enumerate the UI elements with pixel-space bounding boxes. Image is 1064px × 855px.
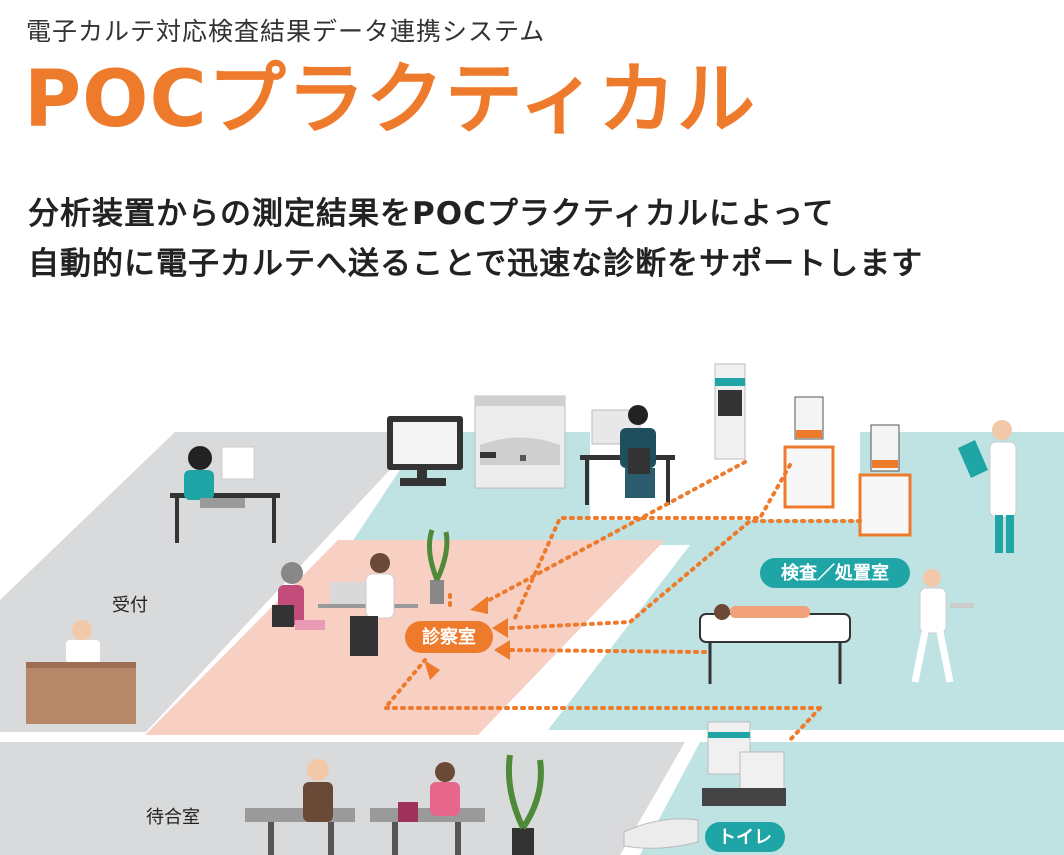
- flow-arrowheads: [424, 596, 510, 680]
- waiting-bench-right: [370, 762, 485, 855]
- analyzer-device-icon: [474, 395, 566, 489]
- patient-and-doctor-consultation: [272, 529, 450, 656]
- monitor-icon: [387, 416, 463, 486]
- reception-label: 受付: [112, 595, 148, 616]
- waiting-room-label: 待合室: [146, 807, 200, 828]
- nurse-with-tray: [911, 569, 974, 683]
- lab-treatment-label: 検査／処置室: [781, 562, 889, 584]
- data-flow-lines: [380, 460, 862, 742]
- reception-floor: [0, 432, 425, 732]
- exam-room-floor: [145, 540, 665, 735]
- doctor-with-clipboard: [958, 420, 1017, 553]
- reception-worker-at-pc: [170, 446, 280, 543]
- toilet-label: トイレ: [718, 827, 772, 848]
- lab-room-badge: 検査／処置室: [760, 558, 910, 588]
- toilet-badge: トイレ: [705, 822, 785, 852]
- waiting-floor: [0, 742, 685, 855]
- lead-line-2: 自動的に電子カルテへ送ることで迅速な診断をサポートします: [28, 246, 924, 282]
- exam-room-badge: 診察室: [405, 621, 493, 653]
- analyzer-orange-1: [783, 396, 835, 509]
- exam-room-label: 診察室: [422, 626, 476, 648]
- product-title: POCプラクティカル: [24, 55, 757, 145]
- system-subtitle: 電子カルテ対応検査結果データ連携システム: [26, 17, 546, 46]
- reception-counter: [26, 620, 136, 724]
- patient-on-bed: [699, 604, 851, 684]
- toilet-analyzer-icon: [702, 721, 786, 806]
- tall-analyzer-icon: [714, 363, 746, 460]
- analyzer-orange-2: [858, 424, 912, 537]
- lead-line-1: 分析装置からの測定結果をPOCプラクティカルによって: [28, 196, 835, 232]
- waiting-bench-left: [245, 759, 355, 855]
- waiting-plant: [505, 754, 544, 855]
- toilet-icon: [623, 818, 699, 849]
- lab-technician-at-desk: [580, 405, 675, 505]
